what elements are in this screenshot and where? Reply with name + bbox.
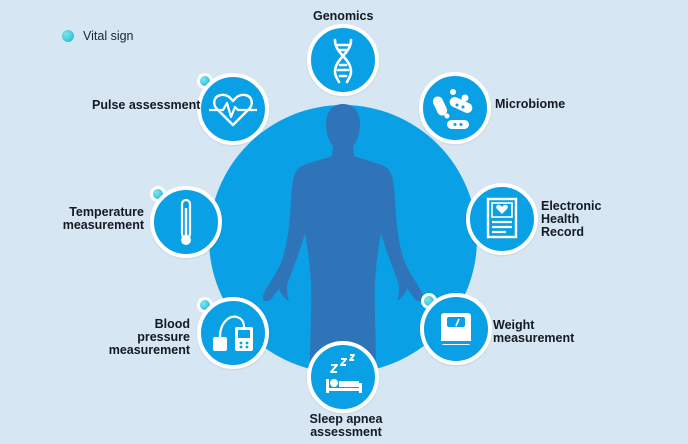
sleeping-person-icon [326,354,362,393]
genomics-label: Genomics [313,9,374,23]
vital-sign-legend-dot [62,30,74,42]
temperature-label: Temperature measurement [62,205,144,232]
medical-record-icon [486,197,518,239]
temperature-node [150,186,222,258]
legend-label: Vital sign [83,29,134,43]
sleep-label: Sleep apnea assessment [309,412,383,439]
weight-label: Weight measurement [493,318,575,345]
legend: Vital sign [62,29,134,43]
genomics-node [307,24,379,96]
microbiome-label: Microbiome [495,97,566,111]
bp-node [197,297,269,369]
ehr-label: Electronic Health Record [541,199,602,239]
human-silhouette [262,104,424,373]
heart-pulse-icon [209,93,257,127]
scale-icon [441,313,471,345]
pulse-label: Pulse assessment [92,98,201,112]
weight-node [420,293,492,365]
bp-label: Blood pressure measurement [108,317,190,357]
dna-icon [333,38,353,84]
microbiome-node [419,72,491,144]
thermometer-icon [180,198,192,245]
ehr-node [466,183,538,255]
sleep-node [307,341,379,413]
bacteria-icon [432,89,473,129]
pulse-node [197,73,269,145]
blood-pressure-monitor-icon [213,315,253,351]
